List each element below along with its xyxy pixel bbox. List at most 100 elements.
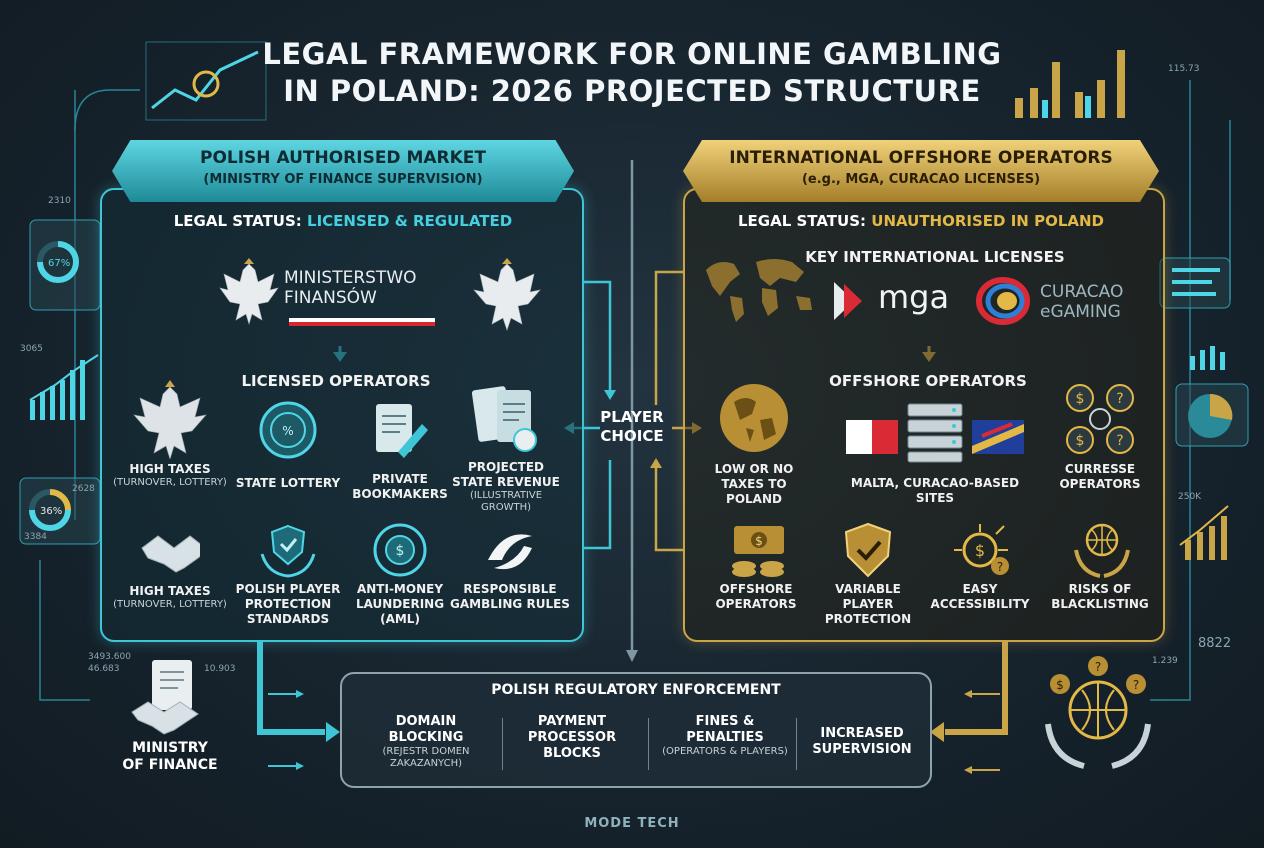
- document-handshake-icon: [131, 660, 199, 735]
- col-label-line: DOMAIN: [395, 714, 457, 729]
- deco-number: 3493.600: [88, 652, 131, 662]
- item-sublabel: (TURNOVER, LOTTERY): [113, 477, 227, 488]
- enforcement-box: POLISH REGULATORY ENFORCEMENT DOMAIN BLO…: [340, 672, 932, 788]
- item-blacklisting-risk: RISKS OF BLACKLISTING: [1040, 520, 1160, 612]
- col-label-line: BLOCKS: [543, 746, 601, 761]
- tickets-icon: [469, 382, 543, 456]
- globe-icon: [714, 378, 794, 458]
- item-label: HIGH TAXES: [129, 462, 211, 476]
- footer-brand: MODE TECH: [584, 816, 680, 831]
- col-label-line: BLOCKING: [388, 730, 464, 745]
- col-label-line: INCREASED: [820, 726, 904, 741]
- shield-check-icon: [838, 520, 898, 580]
- divider: [648, 718, 649, 770]
- deco-percent: 67%: [48, 258, 71, 269]
- svg-text:$: $: [396, 543, 405, 559]
- enforcement-domain-blocking: DOMAIN BLOCKING (REJESTR DOMEN ZAKAZANYC…: [366, 714, 486, 770]
- eagle-icon: [219, 258, 279, 326]
- item-malta-curacao-sites: MALTA, CURACAO-BASED SITES: [840, 400, 1030, 506]
- item-label: PRIVATE BOOKMAKERS: [352, 472, 448, 501]
- banner-title: INTERNATIONAL OFFSHORE OPERATORS: [729, 148, 1113, 168]
- curacao-logo-text: CURACAO eGAMING: [1040, 282, 1123, 322]
- mga-logo-text: mga: [878, 278, 950, 316]
- offshore-operators-heading: OFFSHORE OPERATORS: [829, 372, 1027, 390]
- eagle-icon: [473, 258, 541, 331]
- svg-text:$: $: [1056, 678, 1064, 692]
- status-value: LICENSED & REGULATED: [307, 212, 513, 230]
- item-label: HIGH TAXES: [129, 584, 211, 598]
- item-label: ANTI-MONEY LAUNDERING (AML): [355, 582, 445, 626]
- item-label: MALTA, CURACAO-BASED SITES: [850, 476, 1020, 505]
- col-sub-line: (REJESTR DOMEN: [382, 746, 470, 757]
- item-easy-accessibility: $? EASY ACCESSIBILITY: [920, 520, 1040, 612]
- enforcement-supervision: INCREASED SUPERVISION: [802, 726, 922, 758]
- svg-text:$: $: [1076, 433, 1085, 449]
- servers-flags-icon: [840, 400, 1030, 464]
- key-licenses-heading: KEY INTERNATIONAL LICENSES: [805, 248, 1065, 266]
- title-line-1: LEGAL FRAMEWORK FOR ONLINE GAMBLING: [262, 37, 1002, 71]
- deco-number: 10.903: [204, 664, 236, 674]
- divider: [502, 718, 503, 770]
- ministry-logo-line-2: FINANSÓW: [284, 288, 377, 308]
- enforcement-heading: POLISH REGULATORY ENFORCEMENT: [491, 682, 781, 698]
- aml-icon: $: [370, 520, 430, 580]
- status-label: LEGAL STATUS:: [737, 212, 867, 230]
- svg-text:$: $: [975, 541, 985, 560]
- licensed-operators-heading: LICENSED OPERATORS: [241, 372, 431, 390]
- curacao-line-1: CURACAO: [1040, 282, 1124, 302]
- item-label: PROJECTED STATE REVENUE: [452, 460, 560, 489]
- handshake-icon: [140, 522, 200, 582]
- item-projected-revenue: PROJECTED STATE REVENUE (ILLUSTRATIVE GR…: [446, 382, 566, 514]
- item-sublabel: (TURNOVER, LOTTERY): [113, 599, 227, 610]
- col-label-line: SUPERVISION: [812, 742, 912, 757]
- item-label: VARIABLE PLAYER PROTECTION: [824, 582, 912, 626]
- deco-list-right: [1159, 257, 1231, 309]
- item-label: CURRESSE OPERATORS: [1059, 462, 1141, 491]
- item-curresse-operators: $?$? CURRESSE OPERATORS: [1040, 380, 1160, 492]
- col-sub-line: ZAKAZANYCH): [389, 758, 463, 769]
- deco-number: 8822: [1198, 636, 1232, 651]
- item-aml: $ ANTI-MONEY LAUNDERING (AML): [340, 520, 460, 627]
- title-line-2: IN POLAND: 2026 PROJECTED STRUCTURE: [283, 74, 981, 108]
- banner-title: POLISH AUTHORISED MARKET: [199, 148, 487, 168]
- deco-number: 2628: [72, 484, 95, 494]
- banner-subtitle: (e.g., MGA, CURACAO LICENSES): [801, 172, 1041, 187]
- status-label: LEGAL STATUS:: [173, 212, 302, 230]
- shield-hands-icon: [258, 520, 318, 580]
- lottery-icon: %: [258, 400, 318, 460]
- svg-text:?: ?: [997, 560, 1003, 574]
- ministry-line-2: OF FINANCE: [122, 757, 218, 773]
- currency-exchange-icon: $?$?: [1060, 380, 1140, 460]
- item-label: EASY ACCESSIBILITY: [930, 582, 1030, 611]
- svg-text:%: %: [282, 424, 293, 438]
- banner-subtitle: (MINISTRY OF FINANCE SUPERVISION): [203, 172, 483, 187]
- deco-number: 46.683: [88, 664, 120, 674]
- ministry-logo-text: MINISTERSTWO FINANSÓW: [284, 268, 417, 308]
- money-icon: $: [726, 520, 786, 580]
- item-high-taxes: HIGH TAXES (TURNOVER, LOTTERY): [110, 378, 230, 489]
- mga-logo-icon: [834, 282, 862, 320]
- curacao-line-2: eGAMING: [1040, 302, 1121, 322]
- svg-text:$: $: [1076, 391, 1085, 407]
- deco-number: 3384: [24, 532, 47, 542]
- item-state-lottery: % STATE LOTTERY: [228, 400, 348, 491]
- offshore-operators-banner: INTERNATIONAL OFFSHORE OPERATORS (e.g., …: [683, 140, 1159, 202]
- col-label-line: PENALTIES: [686, 730, 764, 745]
- globe-hands-icon: [1070, 520, 1130, 580]
- item-high-taxes-2: HIGH TAXES (TURNOVER, LOTTERY): [110, 522, 230, 611]
- deco-barchart-tr: [1015, 50, 1125, 118]
- item-offshore-operators: $ OFFSHORE OPERATORS: [696, 520, 816, 612]
- ministry-logo-line-1: MINISTERSTWO: [284, 268, 417, 288]
- svg-text:?: ?: [1116, 433, 1123, 449]
- item-label: OFFSHORE OPERATORS: [715, 582, 797, 611]
- svg-text:?: ?: [1095, 660, 1101, 674]
- authorised-market-banner: POLISH AUTHORISED MARKET (MINISTRY OF FI…: [112, 140, 574, 202]
- svg-text:$: $: [755, 534, 763, 548]
- item-player-protection: POLISH PLAYER PROTECTION STANDARDS: [228, 520, 348, 627]
- enforcement-payment-blocks: PAYMENT PROCESSOR BLOCKS: [512, 714, 632, 762]
- col-label-line: PROCESSOR: [527, 730, 617, 745]
- deco-number: 3065: [20, 344, 43, 354]
- status-value: UNAUTHORISED IN POLAND: [871, 212, 1104, 230]
- item-private-bookmakers: PRIVATE BOOKMAKERS: [340, 400, 460, 502]
